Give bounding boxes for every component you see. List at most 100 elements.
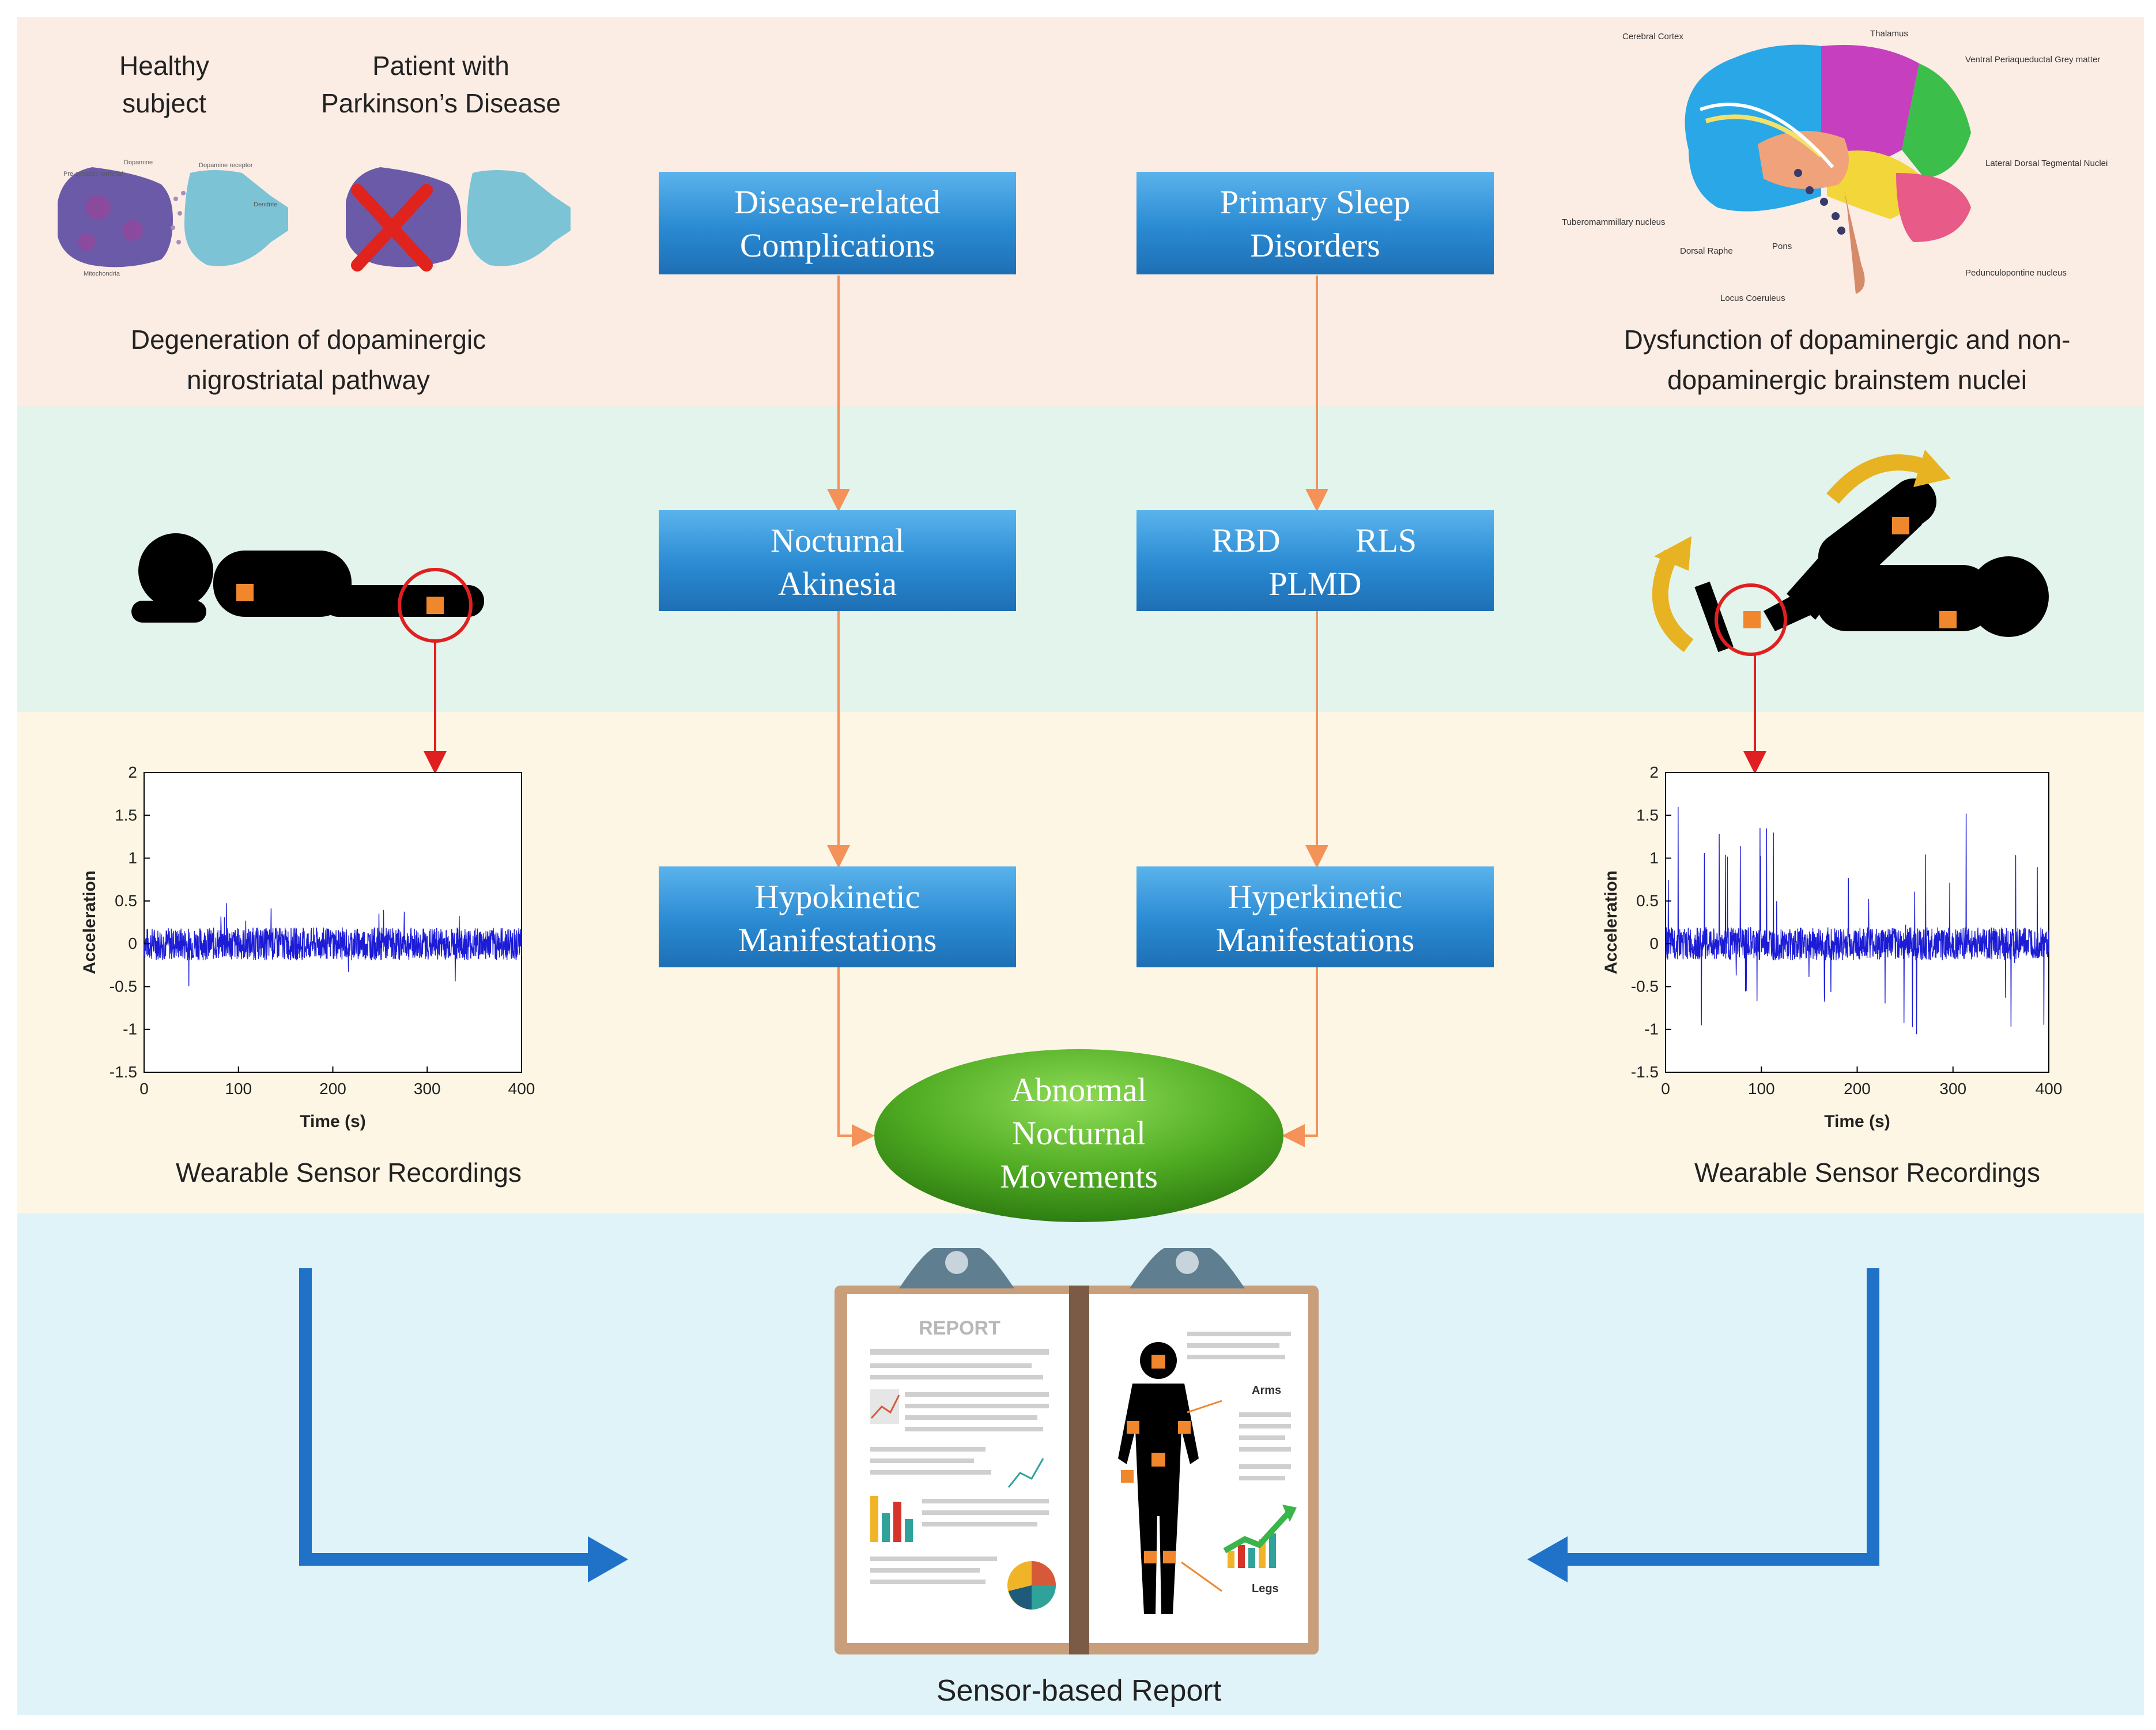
brain-label: Ventral Periaqueductal Grey matter <box>1965 55 2100 65</box>
y-tick-label: 0 <box>1649 934 1659 952</box>
brainstem-caption: Dysfunction of dopaminergic and non- <box>1624 325 2071 355</box>
y-tick-label: 2 <box>1649 763 1659 781</box>
big-arrow-right <box>1527 1268 1879 1582</box>
y-tick-label: -1.5 <box>1631 1063 1659 1081</box>
box-label: Hyperkinetic <box>1228 878 1403 915</box>
x-tick-label: 100 <box>1748 1080 1775 1098</box>
brain-label: Cerebral Cortex <box>1622 32 1683 42</box>
report-bar-icon <box>870 1496 913 1542</box>
synapse-label: Dopamine receptor <box>199 162 253 169</box>
box-label: Nocturnal <box>771 522 904 559</box>
ellipse-label: Nocturnal <box>1012 1114 1146 1152</box>
brainstem-caption: dopaminergic brainstem nuclei <box>1667 365 2027 395</box>
band-motor-symptoms <box>17 406 2144 712</box>
sensor-icon <box>1743 611 1761 628</box>
y-tick-label: 0.5 <box>115 892 137 910</box>
y-axis-label: Acceleration <box>1602 870 1621 974</box>
x-tick-label: 300 <box>414 1080 441 1098</box>
y-axis-label: Acceleration <box>80 870 99 974</box>
report-growth-icon <box>1223 1505 1297 1568</box>
box-label: Manifestations <box>738 921 937 959</box>
report-caption: Sensor-based Report <box>937 1674 1222 1708</box>
box-label: Akinesia <box>778 565 897 602</box>
brain-label: Locus Coeruleus <box>1720 293 1785 303</box>
arms-label: Arms <box>1252 1384 1281 1397</box>
x-tick-label: 0 <box>139 1080 149 1098</box>
box-label: Manifestations <box>1216 921 1415 959</box>
y-tick-label: 1.5 <box>1636 806 1659 824</box>
box-disease-complications: Disease-related Complications <box>659 172 1016 274</box>
box-label: RLS <box>1355 522 1417 559</box>
x-tick-label: 300 <box>1939 1080 1966 1098</box>
patient-label: Parkinson’s Disease <box>321 88 561 118</box>
y-tick-label: -1.5 <box>110 1063 137 1081</box>
synapse-label: Mitochondria <box>84 270 120 277</box>
brain-label: Dorsal Raphe <box>1680 246 1733 256</box>
x-tick-label: 400 <box>2036 1080 2063 1098</box>
y-tick-label: -1 <box>123 1020 137 1038</box>
big-arrow-left <box>299 1268 628 1582</box>
y-tick-label: 1 <box>1649 849 1659 867</box>
box-label: Disease-related <box>734 183 940 221</box>
y-tick-label: 2 <box>128 763 137 781</box>
y-tick-label: -0.5 <box>1631 977 1659 995</box>
sensor-icon <box>236 584 254 601</box>
recordings-caption-left: Wearable Sensor Recordings <box>176 1158 522 1188</box>
box-label: Disorders <box>1250 227 1380 264</box>
x-tick-label: 400 <box>508 1080 535 1098</box>
box-label: Complications <box>740 227 935 264</box>
y-tick-label: 0 <box>128 934 137 952</box>
cross-icon <box>351 184 433 272</box>
y-tick-label: 1 <box>128 849 137 867</box>
synapse-label: Dopamine <box>124 159 153 166</box>
x-tick-label: 0 <box>1661 1080 1670 1098</box>
healthy-label: subject <box>122 88 206 118</box>
y-tick-label: 0.5 <box>1636 892 1659 910</box>
brain-illustration <box>1685 44 1971 294</box>
brain-label: Tuberomammillary nucleus <box>1562 217 1666 227</box>
box-hyperkinetic: Hyperkinetic Manifestations <box>1136 866 1494 967</box>
box-label: RBD <box>1211 522 1280 559</box>
report-clipboard: REPORT <box>835 1248 1319 1654</box>
signal-series <box>1665 806 2049 1035</box>
synapse-label: Dendrite <box>254 201 278 208</box>
sensor-icon <box>1892 517 1909 534</box>
box-label: PLMD <box>1268 565 1361 602</box>
figure-leg-movement <box>1652 450 2049 656</box>
healthy-label: Healthy <box>119 51 209 81</box>
sensor-icon <box>1939 611 1957 628</box>
x-axis-label: Time (s) <box>1824 1112 1890 1131</box>
box-primary-sleep-disorders: Primary Sleep Disorders <box>1136 172 1494 274</box>
patient-label: Patient with <box>372 51 509 81</box>
y-tick-label: -0.5 <box>110 977 137 995</box>
flow-connectors <box>827 276 1328 1147</box>
synapse-healthy-illustration <box>58 167 288 267</box>
motion-arrow-icon <box>1826 454 1928 504</box>
plot-frame <box>144 772 522 1073</box>
y-tick-label: 1.5 <box>115 806 137 824</box>
recordings-caption-right: Wearable Sensor Recordings <box>1694 1158 2040 1188</box>
pathway-caption: Degeneration of dopaminergic <box>131 325 486 355</box>
synapse-patient-illustration <box>346 167 571 272</box>
box-nocturnal-akinesia: Nocturnal Akinesia <box>659 510 1016 611</box>
x-axis-label: Time (s) <box>300 1112 365 1131</box>
y-tick-label: -1 <box>1644 1020 1659 1038</box>
x-tick-label: 200 <box>1844 1080 1871 1098</box>
brain-label: Lateral Dorsal Tegmental Nuclei <box>1985 159 2108 168</box>
pathway-caption: nigrostriatal pathway <box>187 365 430 395</box>
x-tick-label: 200 <box>319 1080 346 1098</box>
box-label: Hypokinetic <box>755 878 920 915</box>
signal-series <box>144 903 522 987</box>
ellipse-label: Abnormal <box>1011 1071 1146 1109</box>
box-rbd-rls-plmd: RBD RLS PLMD <box>1136 510 1494 611</box>
report-pie-icon <box>1007 1561 1056 1610</box>
ellipse-abnormal-movements: Abnormal Nocturnal Movements <box>874 1049 1283 1222</box>
sensor-icon <box>426 597 444 614</box>
motion-arrow-icon <box>1652 549 1694 653</box>
brain-label: Thalamus <box>1870 29 1908 39</box>
x-tick-label: 100 <box>225 1080 252 1098</box>
synapse-label: Pre-synaptic terminal <box>63 171 123 178</box>
